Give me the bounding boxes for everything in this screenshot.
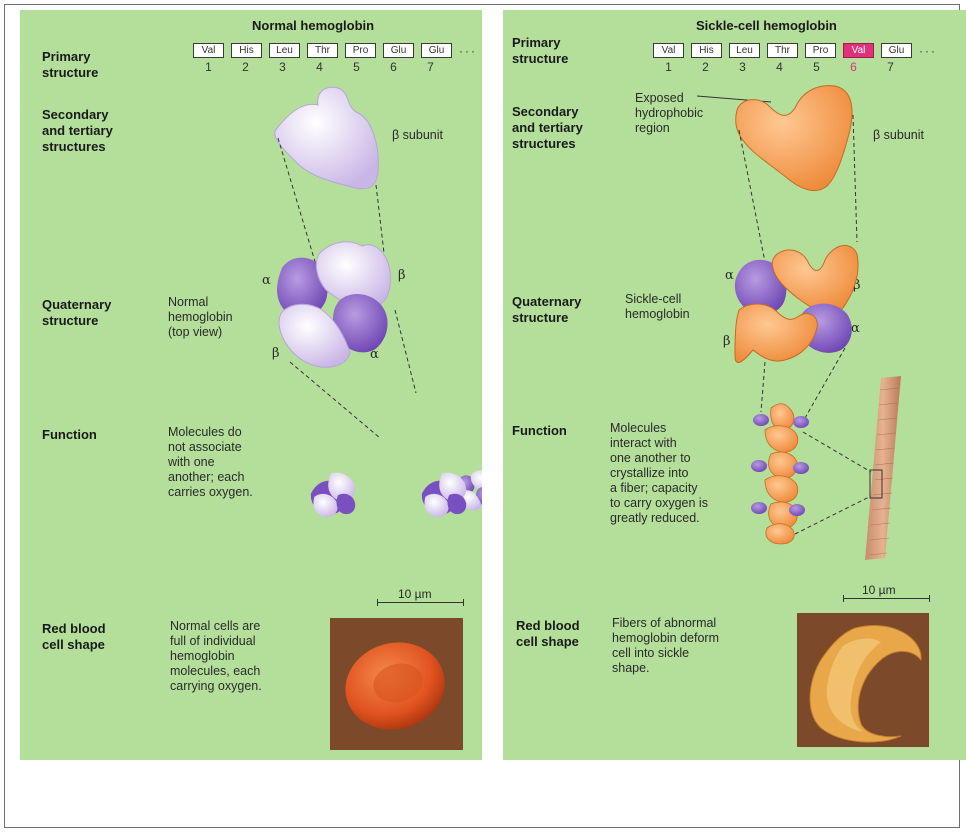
hemoglobin-molecule	[422, 473, 466, 518]
projection-line	[376, 185, 384, 253]
projection-line	[761, 362, 765, 412]
projection-line	[853, 115, 857, 242]
fiber-zoom-line	[803, 432, 871, 472]
sickle-beta-subunit-shape	[736, 86, 852, 191]
beta-subunit-shape	[772, 245, 858, 312]
hemoglobin-fiber	[865, 376, 901, 560]
projection-line	[801, 348, 845, 425]
normal-beta-subunit-shape	[275, 87, 379, 188]
projection-line	[395, 310, 416, 393]
normal-hemoglobin-panel: Normal hemoglobin Primary structure Seco…	[20, 10, 482, 760]
sickle-cell-hemoglobin-panel: Sickle-cell hemoglobin Primary structure…	[503, 10, 966, 760]
hemoglobin-chain	[765, 404, 798, 544]
fiber-zoom-line	[795, 496, 871, 534]
normal-hemoglobin-illustration	[20, 10, 482, 760]
hemoglobin-molecule	[311, 473, 355, 518]
projection-line	[290, 362, 380, 438]
sickle-hemoglobin-illustration	[503, 10, 966, 760]
